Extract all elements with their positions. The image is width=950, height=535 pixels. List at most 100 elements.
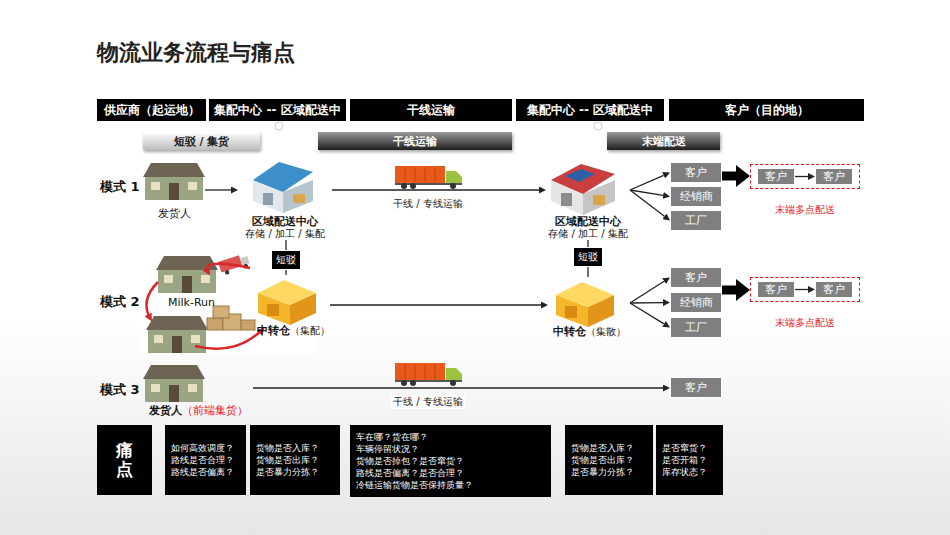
pain-box: 货物是否入库？货物是否出库？是否暴力分拣？	[565, 425, 653, 495]
connector	[630, 302, 663, 304]
facility-node: 区域配送中心存储 / 加工 / 集配	[238, 160, 332, 240]
destination-box: 客户	[670, 162, 722, 183]
block-arrow	[722, 172, 736, 181]
node-text: 经销商	[680, 189, 713, 204]
connector	[630, 303, 664, 324]
node-text: 经销商	[680, 295, 713, 310]
pain-question: 货物是否出库？	[571, 454, 647, 466]
node-text: 客户	[685, 270, 707, 285]
edge-label: 干线 / 专线运输	[391, 395, 465, 409]
destination-box: 客户	[757, 168, 795, 185]
node-text: 客户	[765, 282, 787, 297]
node-text: 集配中心 -- 区域配送中	[527, 102, 653, 119]
pain-question: 库存状态？	[662, 466, 717, 478]
marker-dot	[275, 122, 283, 130]
connector	[332, 189, 539, 190]
warehouse-icon	[253, 162, 313, 213]
illustration-label: Milk-Run	[168, 296, 215, 309]
stage-header: 集配中心 -- 区域配送中	[209, 99, 346, 121]
node-text: （集散）	[586, 326, 626, 337]
pain-question: 路线是否偏离？	[171, 466, 240, 478]
facility-node: 区域配送中心存储 / 加工 / 集配	[546, 160, 630, 240]
stage-header: 供应商（起运地）	[97, 99, 206, 121]
node-text: 末端多点配送	[775, 316, 835, 330]
destination-box: 客户	[757, 281, 795, 298]
phase-bar: 干线运输	[318, 132, 512, 150]
mode-label: 模式 1	[100, 178, 140, 196]
mode-label: 模式 2	[100, 293, 140, 311]
node-text: 客户	[765, 169, 787, 184]
warehouse-icon	[258, 280, 316, 325]
block-arrow	[722, 286, 736, 295]
node-text: （前端集货）	[182, 404, 248, 417]
node-text: 发货人	[149, 404, 182, 417]
connector	[205, 189, 231, 190]
stage-header: 集配中心 -- 区域配送中	[516, 99, 664, 121]
destination-box: 工厂	[670, 317, 722, 338]
milk-run-arrow	[146, 282, 158, 318]
pain-question: 车辆停留状况？	[356, 443, 545, 455]
node-text: 区域配送中心	[252, 216, 318, 228]
pain-question: 冷链运输货物是否保持质量？	[356, 479, 545, 491]
delivery-group: 末端多点配送客户客户	[750, 277, 860, 302]
connector	[630, 175, 664, 190]
pain-question: 如何高效调度？	[171, 442, 240, 454]
connector	[795, 289, 808, 290]
edge-label: 干线 / 专线运输	[391, 197, 465, 211]
pain-question: 是否暴力分拣？	[571, 466, 647, 478]
destination-box: 经销商	[670, 292, 722, 313]
pain-question: 货物是否掉包？是否窜货？	[356, 455, 545, 467]
node-text: 存储 / 加工 / 集配	[245, 228, 324, 240]
node-text: （集配）	[290, 325, 330, 336]
pain-box: 是否窜货？是否开箱？库存状态？	[656, 425, 723, 495]
truck-icon	[395, 166, 462, 189]
mode-label: 模式 3	[100, 381, 140, 399]
node-text: 短驳 / 集货	[174, 134, 230, 149]
node-text: 客户（目的地）	[725, 102, 809, 119]
facility-node: 发货人	[143, 163, 205, 220]
connector	[630, 281, 664, 303]
connector	[630, 190, 664, 216]
node-text: 集配中心 -- 区域配送中	[214, 102, 340, 119]
pain-box: 货物是否入库？货物是否出库？是否暴力分拣？	[250, 425, 340, 495]
destination-box: 客户	[815, 281, 853, 298]
pain-question: 货物是否入库？	[571, 442, 647, 454]
node-text: 中转仓	[553, 325, 586, 338]
destination-box: 经销商	[670, 186, 722, 207]
connector	[253, 387, 663, 388]
node-text: 区域配送中心	[555, 216, 621, 228]
facility-node: 发货人（前端集货）	[143, 365, 253, 417]
node-text: 客户	[823, 282, 845, 297]
connector	[330, 304, 541, 305]
pain-question: 车在哪？货在哪？	[356, 431, 545, 443]
milk-run-arrow	[207, 264, 250, 272]
warehouse-icon	[551, 164, 615, 215]
delivery-group: 末端多点配送客户客户	[750, 164, 860, 189]
phase-bar: 短驳 / 集货	[143, 132, 260, 150]
pain-question: 路线是否合理？	[171, 454, 240, 466]
node-text: 末端多点配送	[775, 203, 835, 217]
node-text: 发货人	[158, 208, 191, 220]
marker-dot	[594, 122, 602, 130]
facility-node: 中转仓（集散）	[548, 277, 630, 347]
pain-question: 是否开箱？	[662, 454, 717, 466]
title: 物流业务流程与痛点	[97, 38, 295, 68]
pain-heading: 痛点	[97, 425, 152, 495]
house-icon	[143, 365, 205, 402]
node-text: 干线运输	[407, 102, 455, 119]
milk-run-arrow	[195, 330, 262, 349]
edge-label: 短驳	[573, 247, 603, 267]
house-icon	[156, 256, 218, 293]
stage-header: 客户（目的地）	[669, 99, 864, 121]
node-text: 干线运输	[393, 134, 437, 149]
edge-label: 短驳	[271, 250, 301, 270]
pain-question: 货物是否出库？	[256, 454, 334, 466]
destination-box: 工厂	[670, 210, 722, 231]
pain-box: 如何高效调度？路线是否合理？路线是否偏离？	[165, 425, 246, 495]
connector	[795, 176, 808, 177]
truck-icon	[395, 363, 462, 386]
pain-box: 车在哪？货在哪？车辆停留状况？货物是否掉包？是否窜货？路线是否偏离？是否合理？冷…	[350, 425, 551, 497]
pain-question: 路线是否偏离？是否合理？	[356, 467, 545, 479]
node-text: 供应商（起运地）	[104, 102, 200, 119]
pain-question: 货物是否入库？	[256, 442, 334, 454]
